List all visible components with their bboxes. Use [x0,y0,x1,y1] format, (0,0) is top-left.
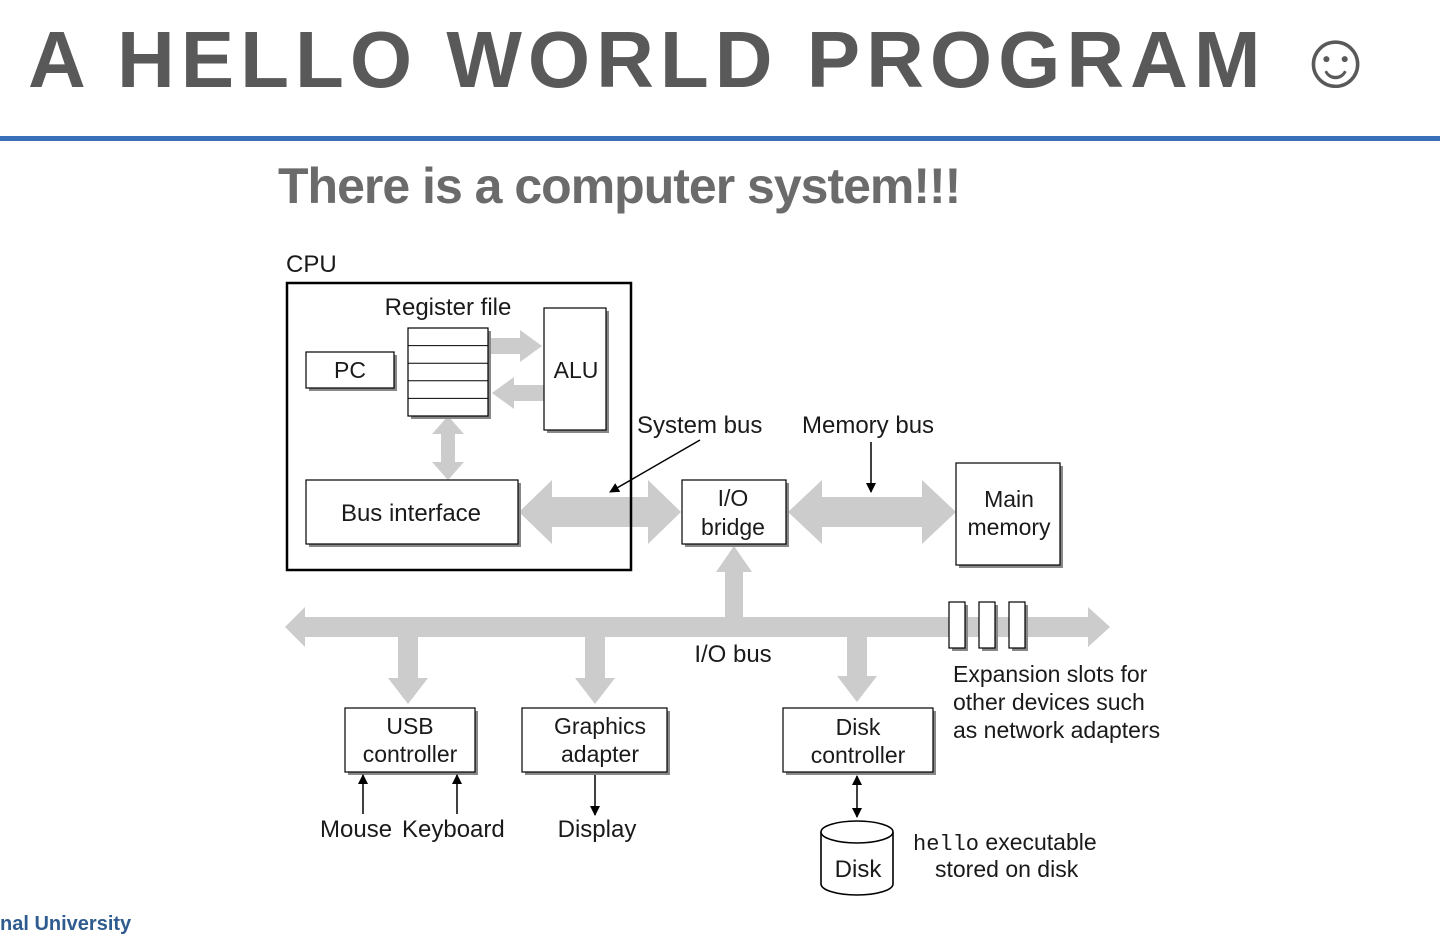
disk-label: Disk [835,856,883,883]
slide-subtitle: There is a computer system!!! [278,158,961,214]
cpu-label: CPU [286,251,337,278]
alu-label: ALU [554,357,599,383]
usb-controller-label-2: controller [363,741,458,767]
alu-to-regfile-arrow [492,377,544,409]
disk-drop-arrow [837,637,877,702]
graphics-adapter-label-1: Graphics [554,713,646,739]
usb-drop-arrow [388,637,428,704]
buses [285,330,1110,704]
io-bridge-label-2: bridge [701,514,765,540]
disk-controller-label-2: controller [811,742,906,768]
io-bridge-label-1: I/O [718,485,749,511]
expansion-slots-label-2: other devices such [953,689,1145,715]
mouse-label: Mouse [320,816,392,843]
disk-controller-label-1: Disk [836,714,881,740]
keyboard-label: Keyboard [402,816,505,843]
regfile-businterface-arrow [432,416,464,480]
io-bus-label: I/O bus [694,641,771,668]
usb-controller-label-1: USB [386,713,433,739]
usb-controller: USB controller [344,707,478,775]
slide-title: A HELLO WORLD PROGRAM ☺ [28,15,1383,104]
bus-interface: Bus interface [305,479,521,547]
pc-register: PC [305,351,397,391]
main-memory-label-1: Main [984,486,1034,512]
graphics-drop-arrow [575,637,615,704]
expansion-slots-label-3: as network adapters [953,717,1160,743]
expansion-slots-label-1: Expansion slots for [953,661,1148,687]
graphics-adapter: Graphics adapter [521,707,670,775]
hello-executable-text: executable [979,829,1097,855]
io-bridge: I/O bridge [681,479,789,547]
graphics-adapter-label-2: adapter [561,741,639,767]
bus-interface-label: Bus interface [341,500,481,527]
register-file-label: Register file [385,294,512,321]
pc-label: PC [334,357,366,383]
stored-on-disk-caption: stored on disk [935,856,1079,882]
main-memory: Main memory [955,462,1063,568]
system-bus-arrow [519,480,681,544]
title-divider [0,136,1440,141]
disk-cylinder: Disk [820,820,894,896]
system-bus-pointer [609,439,701,493]
system-bus-label: System bus [637,412,762,439]
hello-executable-caption: hello executable [913,829,1097,857]
cpu-box [285,281,633,572]
display-label: Display [558,816,637,843]
memory-bus-label: Memory bus [802,412,934,439]
disk-controller: Disk controller [782,707,936,775]
alu: ALU [543,307,609,433]
expansion-slots [948,601,1028,651]
io-bridge-uplink [716,546,752,617]
register-file [407,327,491,419]
memory-bus-arrow [788,480,956,544]
io-bus-arrow [285,607,1110,647]
main-memory-label-2: memory [967,514,1051,540]
footer-university-text: nal University [0,913,132,935]
regfile-to-alu-arrow [490,330,542,362]
hello-code-text: hello [913,832,979,857]
